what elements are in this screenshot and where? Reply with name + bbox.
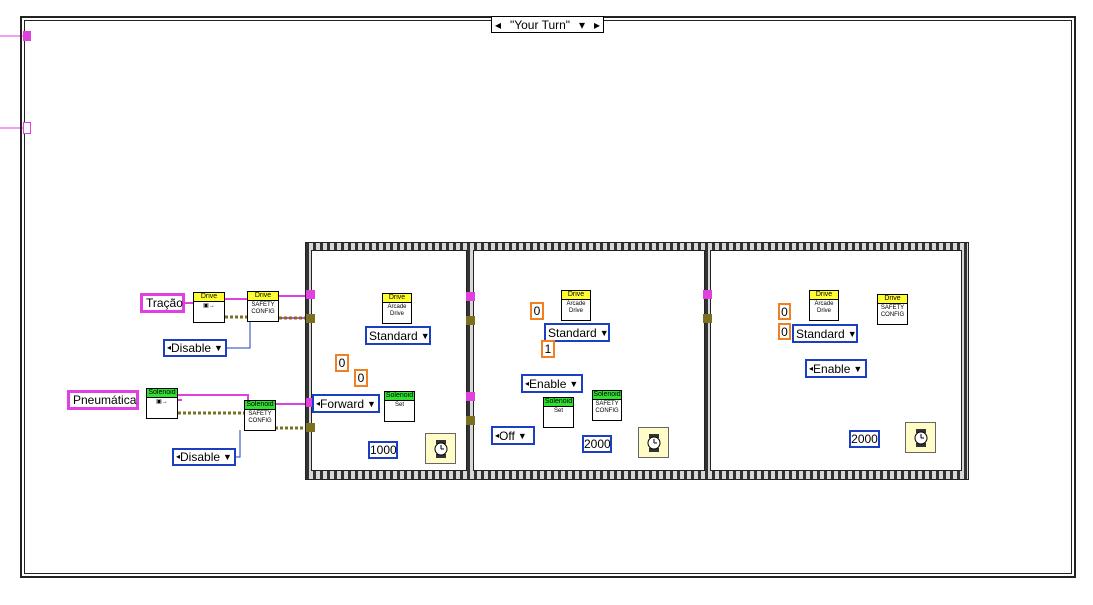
standard-label: Standard (369, 328, 418, 343)
drive-header: Drive (194, 293, 224, 302)
solenoid-header: Solenoid (245, 401, 275, 410)
disable-enum-1[interactable]: ◂Disable▼ (163, 339, 227, 357)
standard-enum-2[interactable]: Standard▼ (544, 323, 610, 342)
drive-header: Drive (248, 292, 278, 301)
disable-label: Disable (180, 450, 221, 464)
arcade-drive-label: Arcade Drive (566, 301, 586, 314)
solenoid-set-vi-2[interactable]: Solenoid Set (543, 397, 574, 428)
arcade-drive-vi-1[interactable]: Drive Arcade Drive (382, 293, 412, 324)
tunnel (466, 392, 475, 401)
standard-enum-1[interactable]: Standard▼ (365, 326, 431, 345)
tunnel (306, 290, 315, 299)
set-label: Set (394, 402, 404, 408)
tunnel (466, 316, 475, 325)
drive-safety-config-vi-3[interactable]: Drive SAFETY CONFIG (877, 294, 908, 325)
set-label: Set (553, 408, 563, 414)
chevron-down-icon[interactable]: ▼ (599, 327, 609, 338)
wait-ms-constant[interactable]: 1000 (368, 441, 398, 459)
drive-header: Drive (878, 295, 907, 304)
tunnel (703, 290, 712, 299)
increment-case-button[interactable]: ▸ (593, 17, 600, 32)
open-ref-icon: ▣→ (156, 399, 168, 405)
solenoid-safety-config-vi-2[interactable]: Solenoid SAFETY CONFIG (592, 390, 622, 421)
tunnel (703, 314, 712, 323)
drive-header: Drive (562, 291, 590, 300)
tunnel (306, 398, 315, 407)
solenoid-header: Solenoid (147, 389, 177, 398)
safety-config-label: SAFETY CONFIG (595, 401, 619, 414)
arcade-drive-vi-2[interactable]: Drive Arcade Drive (561, 290, 591, 321)
drive-header: Drive (810, 291, 838, 300)
numeric-constant[interactable]: 0 (354, 369, 368, 387)
solenoid-header: Solenoid (544, 398, 573, 407)
chevron-down-icon[interactable]: ▼ (853, 363, 863, 374)
wait-ms-constant[interactable]: 2000 (582, 435, 612, 453)
numeric-constant[interactable]: 0 (778, 303, 791, 320)
enable-enum-3[interactable]: ◂Enable▼ (805, 359, 867, 378)
chevron-down-icon[interactable]: ▼ (367, 398, 376, 409)
string-tunnel-2 (23, 122, 31, 134)
solenoid-header: Solenoid (593, 391, 621, 400)
safety-config-label: SAFETY CONFIG (251, 302, 275, 315)
tunnel (306, 314, 315, 323)
open-ref-icon: ▣→ (203, 303, 215, 309)
tunnel (306, 423, 315, 432)
disable-label: Disable (171, 341, 212, 355)
chevron-down-icon[interactable]: ▼ (420, 330, 430, 341)
case-selector[interactable]: ◂ "Your Turn" ▾ ▸ (491, 16, 604, 33)
solenoid-safety-config-vi[interactable]: Solenoid SAFETY CONFIG (244, 400, 276, 431)
standard-enum-3[interactable]: Standard▼ (792, 324, 858, 343)
drive-header: Drive (383, 294, 411, 303)
stopwatch-icon (914, 428, 927, 447)
off-enum[interactable]: ◂Off▼ (491, 426, 535, 445)
numeric-constant[interactable]: 0 (335, 354, 349, 372)
enable-enum-2[interactable]: ◂Enable▼ (521, 374, 583, 393)
tracao-string-control[interactable]: Tração (140, 293, 185, 313)
arcade-drive-label: Arcade Drive (387, 304, 407, 317)
tunnel (466, 416, 475, 425)
numeric-constant[interactable]: 0 (778, 323, 791, 340)
arcade-drive-vi-3[interactable]: Drive Arcade Drive (809, 290, 839, 321)
forward-enum[interactable]: ◂Forward▼ (312, 394, 380, 413)
stopwatch-icon (434, 439, 447, 458)
disable-enum-2[interactable]: ◂Disable▼ (172, 448, 236, 466)
drive-open-vi[interactable]: Drive ▣→ (193, 292, 225, 323)
wait-ms-constant[interactable]: 2000 (849, 430, 880, 448)
chevron-down-icon[interactable]: ▼ (847, 328, 857, 339)
wait-ms-icon[interactable] (905, 422, 936, 453)
numeric-constant[interactable]: 1 (541, 340, 555, 358)
drive-safety-config-vi[interactable]: Drive SAFETY CONFIG (247, 291, 279, 322)
chevron-down-icon[interactable]: ▼ (214, 343, 223, 353)
solenoid-set-vi-1[interactable]: Solenoid Set (384, 391, 415, 422)
pneumatica-string-control[interactable]: Pneumática (67, 390, 139, 410)
chevron-down-icon[interactable]: ▼ (223, 452, 232, 462)
solenoid-header: Solenoid (385, 392, 414, 401)
tunnel (466, 292, 475, 301)
case-selector-label: "Your Turn" (509, 17, 571, 32)
standard-label: Standard (548, 325, 597, 340)
chevron-down-icon[interactable]: ▼ (517, 430, 527, 441)
string-tunnel (23, 31, 31, 41)
arcade-drive-label: Arcade Drive (814, 301, 834, 314)
chevron-down-icon[interactable]: ▾ (579, 17, 586, 32)
wait-ms-icon[interactable] (425, 433, 456, 464)
safety-config-label: SAFETY CONFIG (880, 305, 905, 318)
numeric-constant[interactable]: 0 (530, 302, 544, 320)
stopwatch-icon (647, 433, 660, 452)
chevron-down-icon[interactable]: ▼ (569, 378, 579, 389)
wait-ms-icon[interactable] (638, 427, 669, 458)
decrement-case-button[interactable]: ◂ (495, 17, 502, 32)
safety-config-label: SAFETY CONFIG (248, 411, 272, 424)
off-label: Off (499, 428, 515, 443)
enable-label: Enable (813, 361, 851, 376)
solenoid-open-vi[interactable]: Solenoid ▣→ (146, 388, 178, 419)
forward-label: Forward (320, 396, 365, 411)
standard-label: Standard (796, 326, 845, 341)
enable-label: Enable (529, 376, 567, 391)
